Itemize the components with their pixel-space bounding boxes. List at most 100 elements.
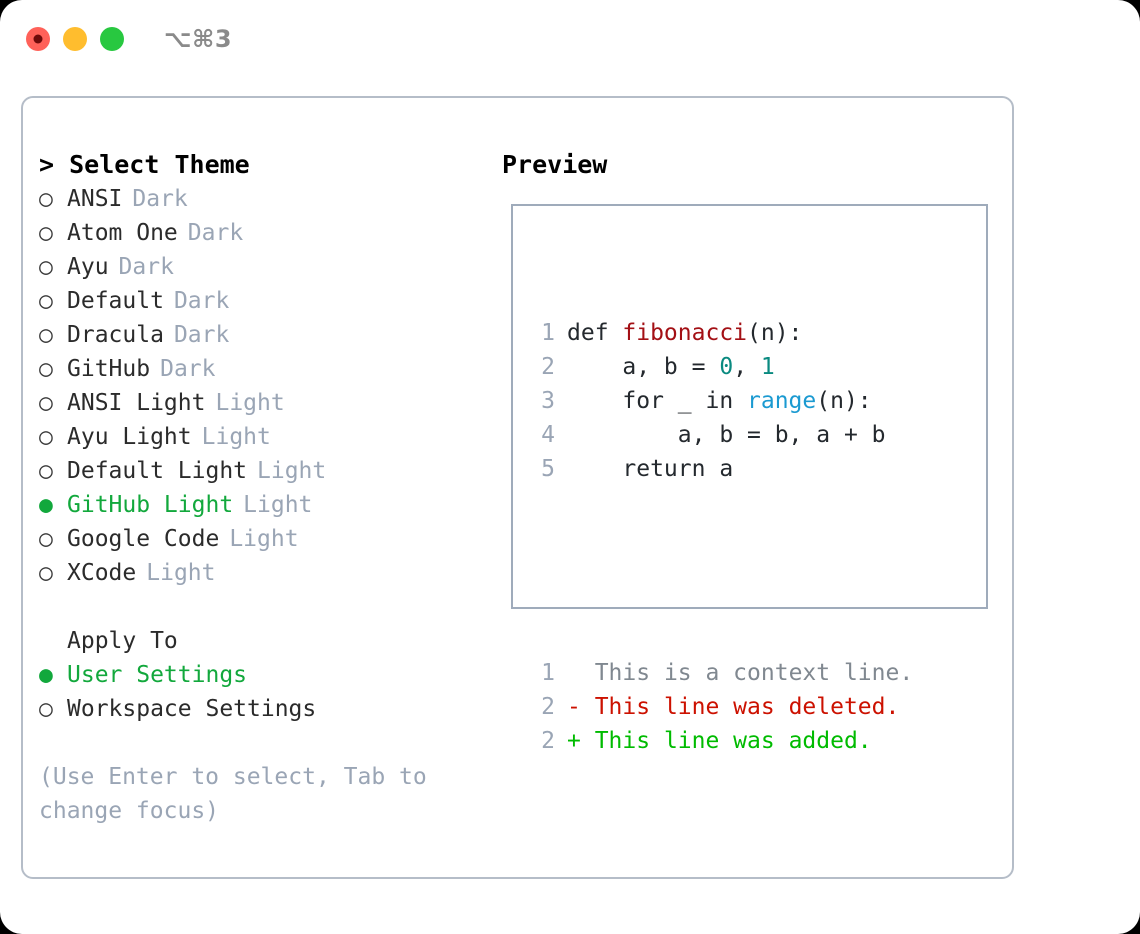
diff-line-number: 2	[541, 694, 555, 720]
theme-variant-tag: Dark	[118, 254, 174, 280]
preview-heading: Preview	[502, 150, 608, 179]
radio-empty-icon[interactable]: ○	[39, 458, 53, 484]
code-line-text: return a	[567, 452, 733, 486]
radio-empty-icon[interactable]: ○	[39, 220, 53, 246]
theme-name: Google Code	[67, 526, 220, 552]
diff-line-text: - This line was deleted.	[567, 690, 899, 724]
theme-variant-tag: Light	[257, 458, 327, 484]
theme-name: Ayu Light	[67, 424, 192, 450]
theme-name: Default	[67, 288, 164, 314]
code-token-builtin: range	[747, 388, 817, 414]
apply-to-list[interactable]: ● User Settings ○ Workspace Settings	[39, 658, 499, 726]
code-token-num: 0	[719, 354, 734, 380]
radio-empty-icon[interactable]: ○	[39, 560, 53, 586]
radio-empty-icon[interactable]: ○	[39, 254, 53, 280]
code-line-text: def fibonacci(n):	[567, 316, 802, 350]
code-token-plain: a, b = b, a + b	[567, 422, 886, 448]
minimize-window-icon[interactable]	[63, 27, 87, 51]
radio-empty-icon[interactable]: ○	[39, 186, 53, 212]
apply-to-label: User Settings	[67, 662, 248, 688]
radio-empty-icon[interactable]: ○	[39, 696, 53, 722]
maximize-window-icon[interactable]	[100, 27, 124, 51]
diff-text: This is a context line.	[594, 660, 914, 686]
theme-name: GitHub Light	[67, 492, 234, 518]
radio-empty-icon[interactable]: ○	[39, 390, 53, 416]
theme-list-item[interactable]: ○ Default Light Light	[39, 454, 499, 488]
code-line-text: for _ in range(n):	[567, 384, 872, 418]
theme-list-item[interactable]: ○ Atom One Dark	[39, 216, 499, 250]
theme-name: ANSI Light	[67, 390, 206, 416]
diff-sign	[567, 660, 595, 686]
theme-list-item[interactable]: ○ Dracula Dark	[39, 318, 499, 352]
diff-sign: -	[567, 694, 595, 720]
diff-line: 2- This line was deleted.	[529, 690, 913, 724]
code-line: 2 a, b = 0, 1	[529, 350, 913, 384]
theme-variant-tag: Light	[229, 526, 299, 552]
close-window-icon[interactable]	[26, 27, 50, 51]
theme-name: GitHub	[67, 356, 151, 382]
theme-list-item[interactable]: ○ Ayu Dark	[39, 250, 499, 284]
theme-name: Dracula	[67, 322, 164, 348]
radio-empty-icon[interactable]: ○	[39, 322, 53, 348]
diff-lines: 1 This is a context line.2- This line wa…	[529, 656, 913, 758]
code-line-number: 5	[541, 456, 555, 482]
diff-line: 1 This is a context line.	[529, 656, 913, 690]
code-diff-gap	[529, 554, 913, 588]
theme-variant-tag: Dark	[173, 322, 230, 348]
apply-to-option[interactable]: ○ Workspace Settings	[39, 692, 499, 726]
theme-variant-tag: Light	[243, 492, 313, 518]
apply-to-label: Workspace Settings	[67, 696, 317, 722]
code-line-number: 2	[541, 354, 555, 380]
apply-to-heading: Apply To	[67, 628, 178, 654]
theme-list-item[interactable]: ○ ANSI Light Light	[39, 386, 499, 420]
theme-name: Ayu	[67, 254, 109, 280]
radio-empty-icon[interactable]: ○	[39, 526, 53, 552]
theme-variant-tag: Light	[201, 424, 271, 450]
theme-variant-tag: Light	[146, 560, 216, 586]
code-line-text: a, b = b, a + b	[567, 418, 886, 452]
theme-list-item[interactable]: ○ Ayu Light Light	[39, 420, 499, 454]
theme-variant-tag: Dark	[160, 356, 216, 382]
theme-variant-tag: Dark	[187, 220, 244, 246]
code-token-plain: ,	[733, 354, 761, 380]
select-theme-heading: > Select Theme	[39, 150, 250, 179]
theme-variant-tag: Dark	[173, 288, 230, 314]
radio-empty-icon[interactable]: ○	[39, 356, 53, 382]
code-line: 4 a, b = b, a + b	[529, 418, 913, 452]
theme-list-item[interactable]: ○ Default Dark	[39, 284, 499, 318]
apply-to-option[interactable]: ● User Settings	[39, 658, 499, 692]
theme-name: ANSI	[67, 186, 123, 212]
theme-name: Default Light	[67, 458, 248, 484]
radio-empty-icon[interactable]: ○	[39, 424, 53, 450]
theme-variant-tag: Light	[215, 390, 285, 416]
code-line-number: 3	[541, 388, 555, 414]
code-token-plain: (n):	[816, 388, 872, 414]
theme-list-item[interactable]: ○ GitHub Dark	[39, 352, 499, 386]
code-token-plain: (n):	[747, 320, 803, 346]
theme-list-item[interactable]: ○ ANSI Dark	[39, 182, 499, 216]
diff-text: This line was deleted.	[594, 694, 900, 720]
code-token-plain: return a	[567, 456, 734, 482]
code-token-func: fibonacci	[622, 320, 748, 346]
radio-selected-icon[interactable]: ●	[39, 662, 53, 688]
theme-name: Atom One	[67, 220, 178, 246]
diff-line-text: This is a context line.	[567, 656, 914, 690]
code-token-plain: def	[567, 320, 623, 346]
theme-variant-tag: Dark	[132, 186, 188, 212]
code-line: 1 def fibonacci(n):	[529, 316, 913, 350]
radio-empty-icon[interactable]: ○	[39, 288, 53, 314]
traffic-light-group	[26, 27, 124, 51]
theme-list-item[interactable]: ○ Google Code Light	[39, 522, 499, 556]
code-token-plain: for _ in	[567, 388, 748, 414]
radio-selected-icon[interactable]: ●	[39, 492, 53, 518]
diff-line-text: + This line was added.	[567, 724, 872, 758]
theme-list-item[interactable]: ● GitHub Light Light	[39, 488, 499, 522]
code-line-number: 1	[541, 320, 555, 346]
